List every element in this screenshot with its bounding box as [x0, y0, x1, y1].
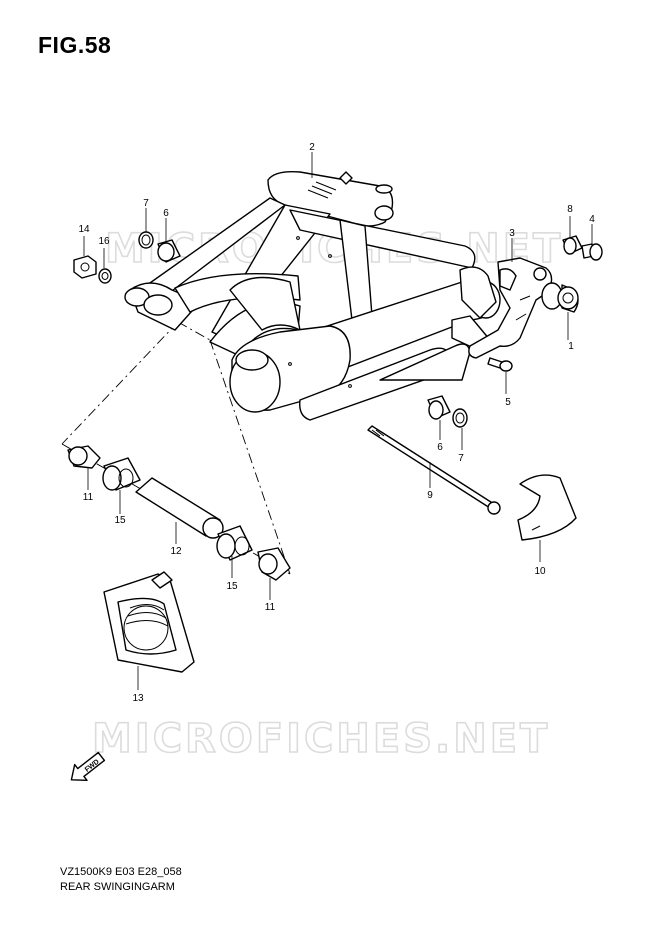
washer-part-16: [98, 268, 112, 284]
callout-8: 8: [567, 204, 573, 215]
callout-1: 1: [568, 341, 574, 352]
callout-15-upper: 15: [114, 515, 126, 526]
figure-title: FIG.58: [38, 32, 112, 58]
bushing-part-1: [541, 282, 579, 313]
seal-part-7-left: [138, 231, 154, 249]
callout-11-lower: 11: [265, 602, 276, 613]
callout-9: 9: [427, 490, 433, 501]
bearing-part-15-upper: [102, 457, 141, 491]
callout-6-right: 6: [437, 442, 443, 453]
callout-16: 16: [98, 236, 110, 247]
swingarm-frame: [124, 170, 501, 421]
callout-6-left: 6: [163, 208, 169, 219]
callout-15-lower: 15: [226, 581, 238, 592]
callout-12: 12: [170, 546, 182, 557]
bushing-part-11-upper: [67, 445, 101, 469]
reference-lines: [61, 321, 291, 575]
seal-part-7-right: [452, 408, 468, 428]
bearing-part-6-left: [157, 239, 181, 263]
callout-2: 2: [309, 142, 315, 153]
callout-14: 14: [78, 224, 90, 235]
bushing-part-11-lower: [257, 547, 291, 581]
callout-7-right: 7: [458, 453, 464, 464]
pivot-shaft-part-9: [367, 425, 501, 515]
group-name: REAR SWINGINGARM: [60, 881, 175, 893]
bolt-part-4: [581, 243, 603, 261]
bearing-part-15-lower: [216, 525, 253, 561]
spacer-part-12: [135, 477, 224, 539]
callout-3: 3: [509, 228, 515, 239]
callout-labels: 1 2 3 4 5 6 6 7 7 8 9 10 11 11 12 13 14 …: [78, 142, 595, 704]
watermark-bottom: MICROFICHES.NET: [92, 716, 550, 762]
callout-4: 4: [589, 214, 595, 225]
cover-part-10: [517, 474, 577, 541]
bearing-part-6-right: [427, 395, 451, 420]
callout-10: 10: [534, 566, 546, 577]
bolt-part-5: [487, 357, 513, 372]
callout-5: 5: [505, 397, 511, 408]
torque-bracket-part-3: [468, 257, 553, 359]
nut-part-14: [73, 255, 97, 279]
callout-13: 13: [132, 693, 144, 704]
collar-part-8: [562, 235, 583, 255]
boot-part-13: [103, 571, 195, 673]
callout-7-left: 7: [143, 198, 149, 209]
callout-11-upper: 11: [83, 492, 94, 503]
model-code: VZ1500K9 E03 E28_058: [60, 866, 182, 878]
